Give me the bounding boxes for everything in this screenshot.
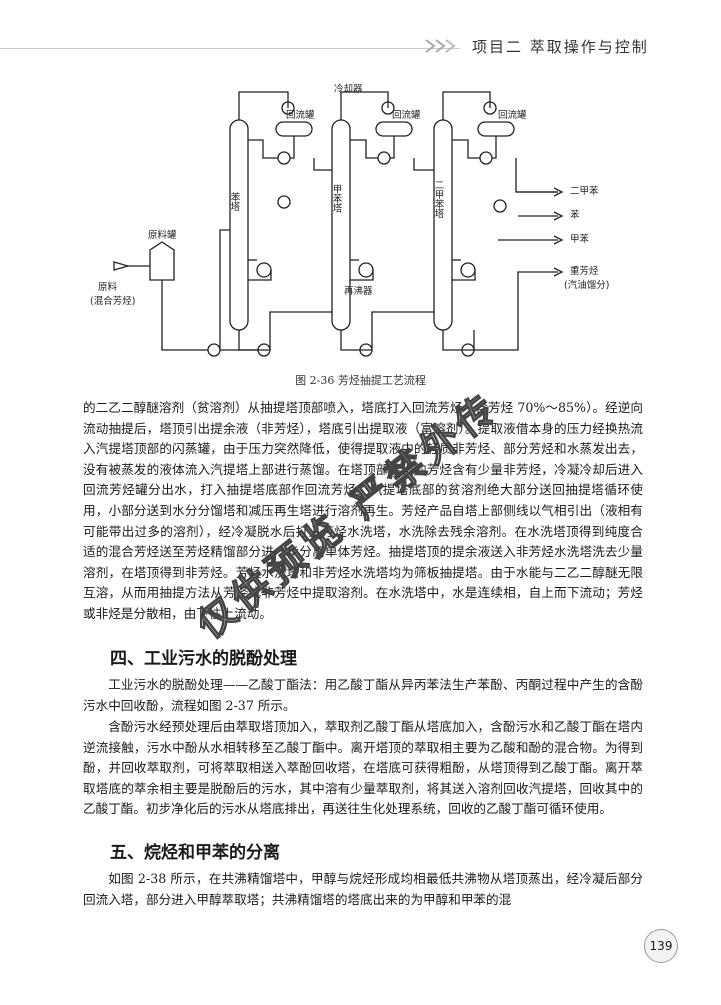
feed-tank (149, 241, 175, 281)
page-header: 项目二 萃取操作与控制 (0, 0, 721, 62)
section-heading-4: 四、工业污水的脱酚处理 (110, 649, 297, 669)
header-title: 项目二 萃取操作与控制 (472, 38, 649, 56)
svg-text:甲苯塔: 甲苯塔 (331, 184, 343, 213)
svg-text:重芳烃: 重芳烃 (570, 265, 599, 277)
svg-text:苯: 苯 (570, 209, 580, 221)
svg-text:冷却器: 冷却器 (334, 83, 363, 95)
toluene-tower (331, 119, 351, 331)
svg-text:二甲苯: 二甲苯 (570, 185, 599, 197)
svg-text:回流罐: 回流罐 (286, 109, 315, 121)
chevron-arrows-icon (425, 39, 456, 53)
xylene-tower (433, 119, 453, 331)
svg-text:二甲苯塔: 二甲苯塔 (433, 180, 445, 219)
reflux-drum-3 (477, 121, 515, 137)
paragraph-4: 如图 2-38 所示，在共沸精馏塔中，甲醇与烷烃形成均相最低共沸物从塔顶蒸出，经… (83, 871, 643, 907)
section-heading-5: 五、烷烃和甲苯的分离 (110, 843, 280, 863)
svg-text:原料: 原料 (98, 281, 118, 293)
figure-caption: 图 2-36 芳烃抽提工艺流程 (295, 374, 426, 387)
svg-text:甲苯: 甲苯 (570, 233, 590, 245)
paragraph-1: 的二乙二醇醚溶剂（贫溶剂）从抽提塔顶部喷入，塔底打入回流芳烃（含芳烃 70%～8… (83, 400, 643, 621)
paragraph-3: 含酚污水经预处理后由萃取塔顶加入，萃取剂乙酸丁酯从塔底加入，含酚污水和乙酸丁酯在… (83, 719, 643, 817)
svg-text:原料罐: 原料罐 (148, 229, 177, 241)
svg-text:回流罐: 回流罐 (498, 109, 527, 121)
paragraph-2: 工业污水的脱酚处理——乙酸丁酯法：用乙酸丁酯从异丙苯法生产苯酚、丙酮过程中产生的… (83, 677, 643, 713)
benzene-tower (229, 119, 249, 331)
reflux-drum-2 (375, 121, 413, 137)
svg-text:回流罐: 回流罐 (392, 109, 421, 121)
reflux-drum-1 (275, 121, 313, 137)
svg-text:(混合芳烃): (混合芳烃) (90, 295, 135, 307)
header-rule (0, 48, 460, 49)
page-number: 139 (644, 929, 678, 963)
process-flow-diagram: 回流罐 冷却器 回流罐 回流罐 原料罐 原料 (混合芳烃) 再沸器 二甲苯 苯 … (90, 83, 609, 357)
svg-text:(汽油馏分): (汽油馏分) (564, 279, 609, 291)
svg-text:苯塔: 苯塔 (229, 191, 241, 212)
svg-text:再沸器: 再沸器 (344, 285, 373, 297)
